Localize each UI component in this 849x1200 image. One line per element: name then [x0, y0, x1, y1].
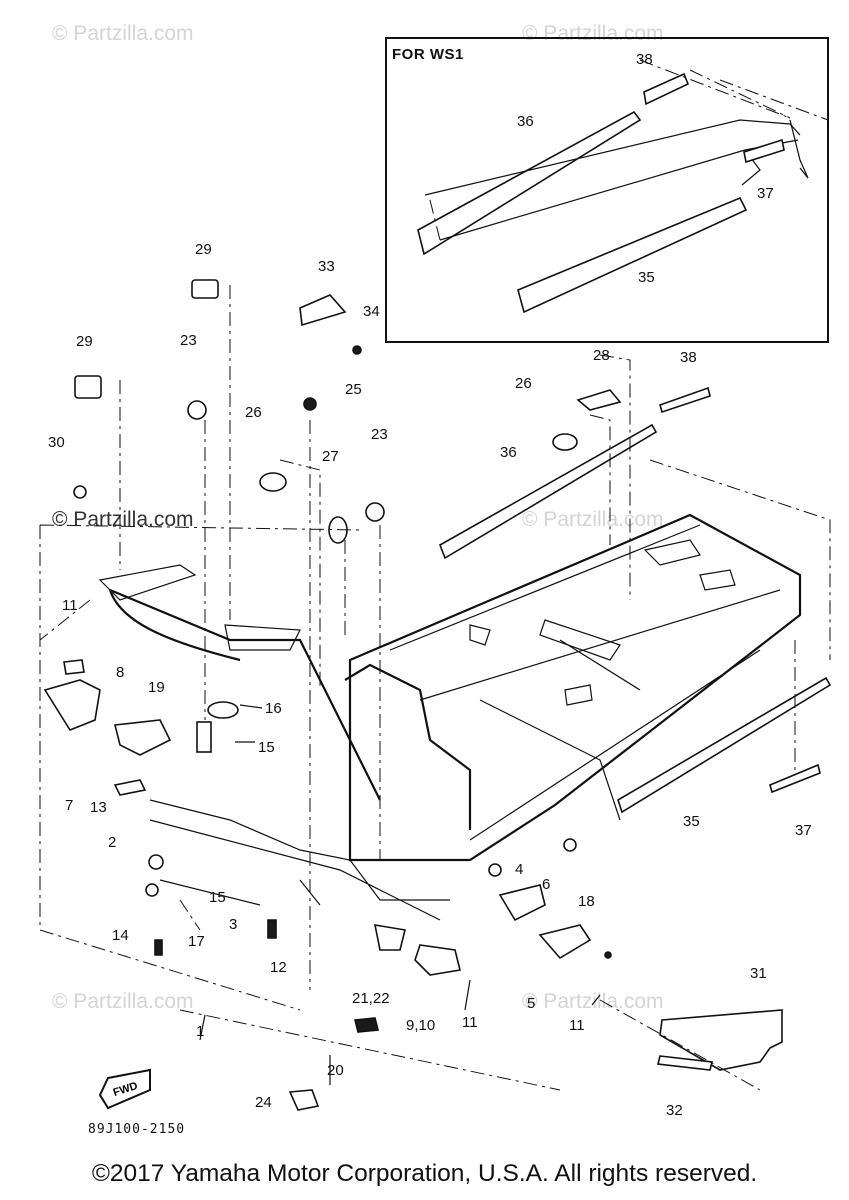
callout-33: 33 — [318, 258, 335, 275]
callout-37: 37 — [757, 185, 774, 202]
callout-38: 38 — [636, 51, 653, 68]
callout-18: 18 — [578, 893, 595, 910]
inset-title: FOR WS1 — [392, 46, 464, 63]
callout-16: 16 — [265, 700, 282, 717]
callout-23: 23 — [371, 426, 388, 443]
callout-29: 29 — [76, 333, 93, 350]
inset-box — [385, 37, 829, 343]
copyright-notice: ©2017 Yamaha Motor Corporation, U.S.A. A… — [91, 1160, 758, 1187]
watermark-bottom-right: © Partzilla.com — [522, 990, 664, 1013]
callout-30: 30 — [48, 434, 65, 451]
watermark-bottom-left: © Partzilla.com — [52, 990, 194, 1013]
callout-6: 6 — [542, 876, 550, 893]
callout-36: 36 — [517, 113, 534, 130]
watermark-middle-right: © Partzilla.com — [522, 508, 664, 531]
callout-31: 31 — [750, 965, 767, 982]
callout-labels: 38 36 37 35 29 33 34 29 23 25 28 38 26 2… — [48, 51, 812, 1119]
callout-4: 4 — [515, 861, 523, 878]
callout-9-10: 9,10 — [406, 1017, 435, 1034]
callout-14: 14 — [112, 927, 129, 944]
leader-lines — [39, 79, 831, 1091]
callout-35: 35 — [683, 813, 700, 830]
callout-36: 36 — [500, 444, 517, 461]
frame-assembly — [98, 386, 832, 1110]
callout-26: 26 — [515, 375, 532, 392]
callout-1: 1 — [196, 1023, 204, 1040]
callout-24: 24 — [255, 1094, 272, 1111]
callout-3: 3 — [229, 916, 237, 933]
callout-28: 28 — [593, 347, 610, 364]
callout-13: 13 — [90, 799, 107, 816]
callout-26: 26 — [245, 404, 262, 421]
callout-20: 20 — [327, 1062, 344, 1079]
callout-8: 8 — [116, 664, 124, 681]
callout-15: 15 — [258, 739, 275, 756]
callout-29: 29 — [195, 241, 212, 258]
callout-35: 35 — [638, 269, 655, 286]
callout-27: 27 — [322, 448, 339, 465]
callout-7: 7 — [65, 797, 73, 814]
watermark-top-left: © Partzilla.com — [52, 22, 194, 45]
callout-2: 2 — [108, 834, 116, 851]
callout-11: 11 — [462, 1014, 478, 1031]
callout-32: 32 — [666, 1102, 683, 1119]
callout-19: 19 — [148, 679, 165, 696]
callout-11: 11 — [569, 1017, 585, 1034]
small-parts — [43, 279, 622, 1111]
callout-21-22: 21,22 — [352, 990, 390, 1007]
callout-11: 11 — [62, 597, 78, 614]
callout-37: 37 — [795, 822, 812, 839]
callout-12: 12 — [270, 959, 287, 976]
callout-34: 34 — [363, 303, 380, 320]
callout-23: 23 — [180, 332, 197, 349]
callout-17: 17 — [188, 933, 205, 950]
fwd-arrow-icon — [98, 1068, 151, 1110]
callout-5: 5 — [527, 995, 535, 1012]
watermark-top-right: © Partzilla.com — [522, 22, 664, 45]
diagram-part-code: 89J100-2150 — [88, 1122, 186, 1137]
callout-15: 15 — [209, 889, 226, 906]
inset-rails — [417, 59, 809, 314]
callout-25: 25 — [345, 381, 362, 398]
callout-38: 38 — [680, 349, 697, 366]
